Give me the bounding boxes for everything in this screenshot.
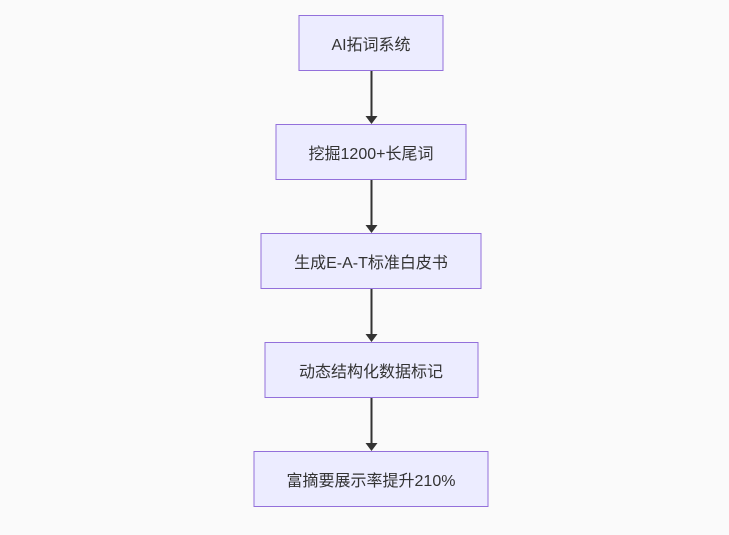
arrow-down-2 (365, 180, 377, 233)
flow-node-label: 富摘要展示率提升210% (286, 473, 456, 490)
flow-node-rich-snippet-uplift: 富摘要展示率提升210% (253, 451, 489, 507)
arrow-line (370, 398, 372, 443)
flow-node-longtail-mining: 挖掘1200+长尾词 (275, 124, 467, 180)
flow-node-label: 动态结构化数据标记 (298, 364, 443, 381)
arrow-down-4 (365, 398, 377, 451)
arrow-down-3 (365, 289, 377, 342)
flow-node-ai-keyword-system: AI拓词系统 (298, 15, 444, 71)
flow-node-label: 生成E-A-T标准白皮书 (294, 255, 448, 272)
flow-node-label: 挖掘1200+长尾词 (308, 146, 434, 163)
flow-node-structured-data-markup: 动态结构化数据标记 (264, 342, 478, 398)
flow-node-eat-whitepaper: 生成E-A-T标准白皮书 (260, 233, 482, 289)
flow-node-label: AI拓词系统 (331, 37, 411, 54)
arrowhead-icon (365, 443, 377, 451)
arrow-line (370, 180, 372, 225)
arrow-line (370, 289, 372, 334)
flowchart-canvas: AI拓词系统 挖掘1200+长尾词 生成E-A-T标准白皮书 动态结构化数据标记… (253, 15, 489, 507)
arrow-down-1 (365, 71, 377, 124)
arrowhead-icon (365, 334, 377, 342)
arrowhead-icon (365, 116, 377, 124)
arrowhead-icon (365, 225, 377, 233)
arrow-line (370, 71, 372, 116)
